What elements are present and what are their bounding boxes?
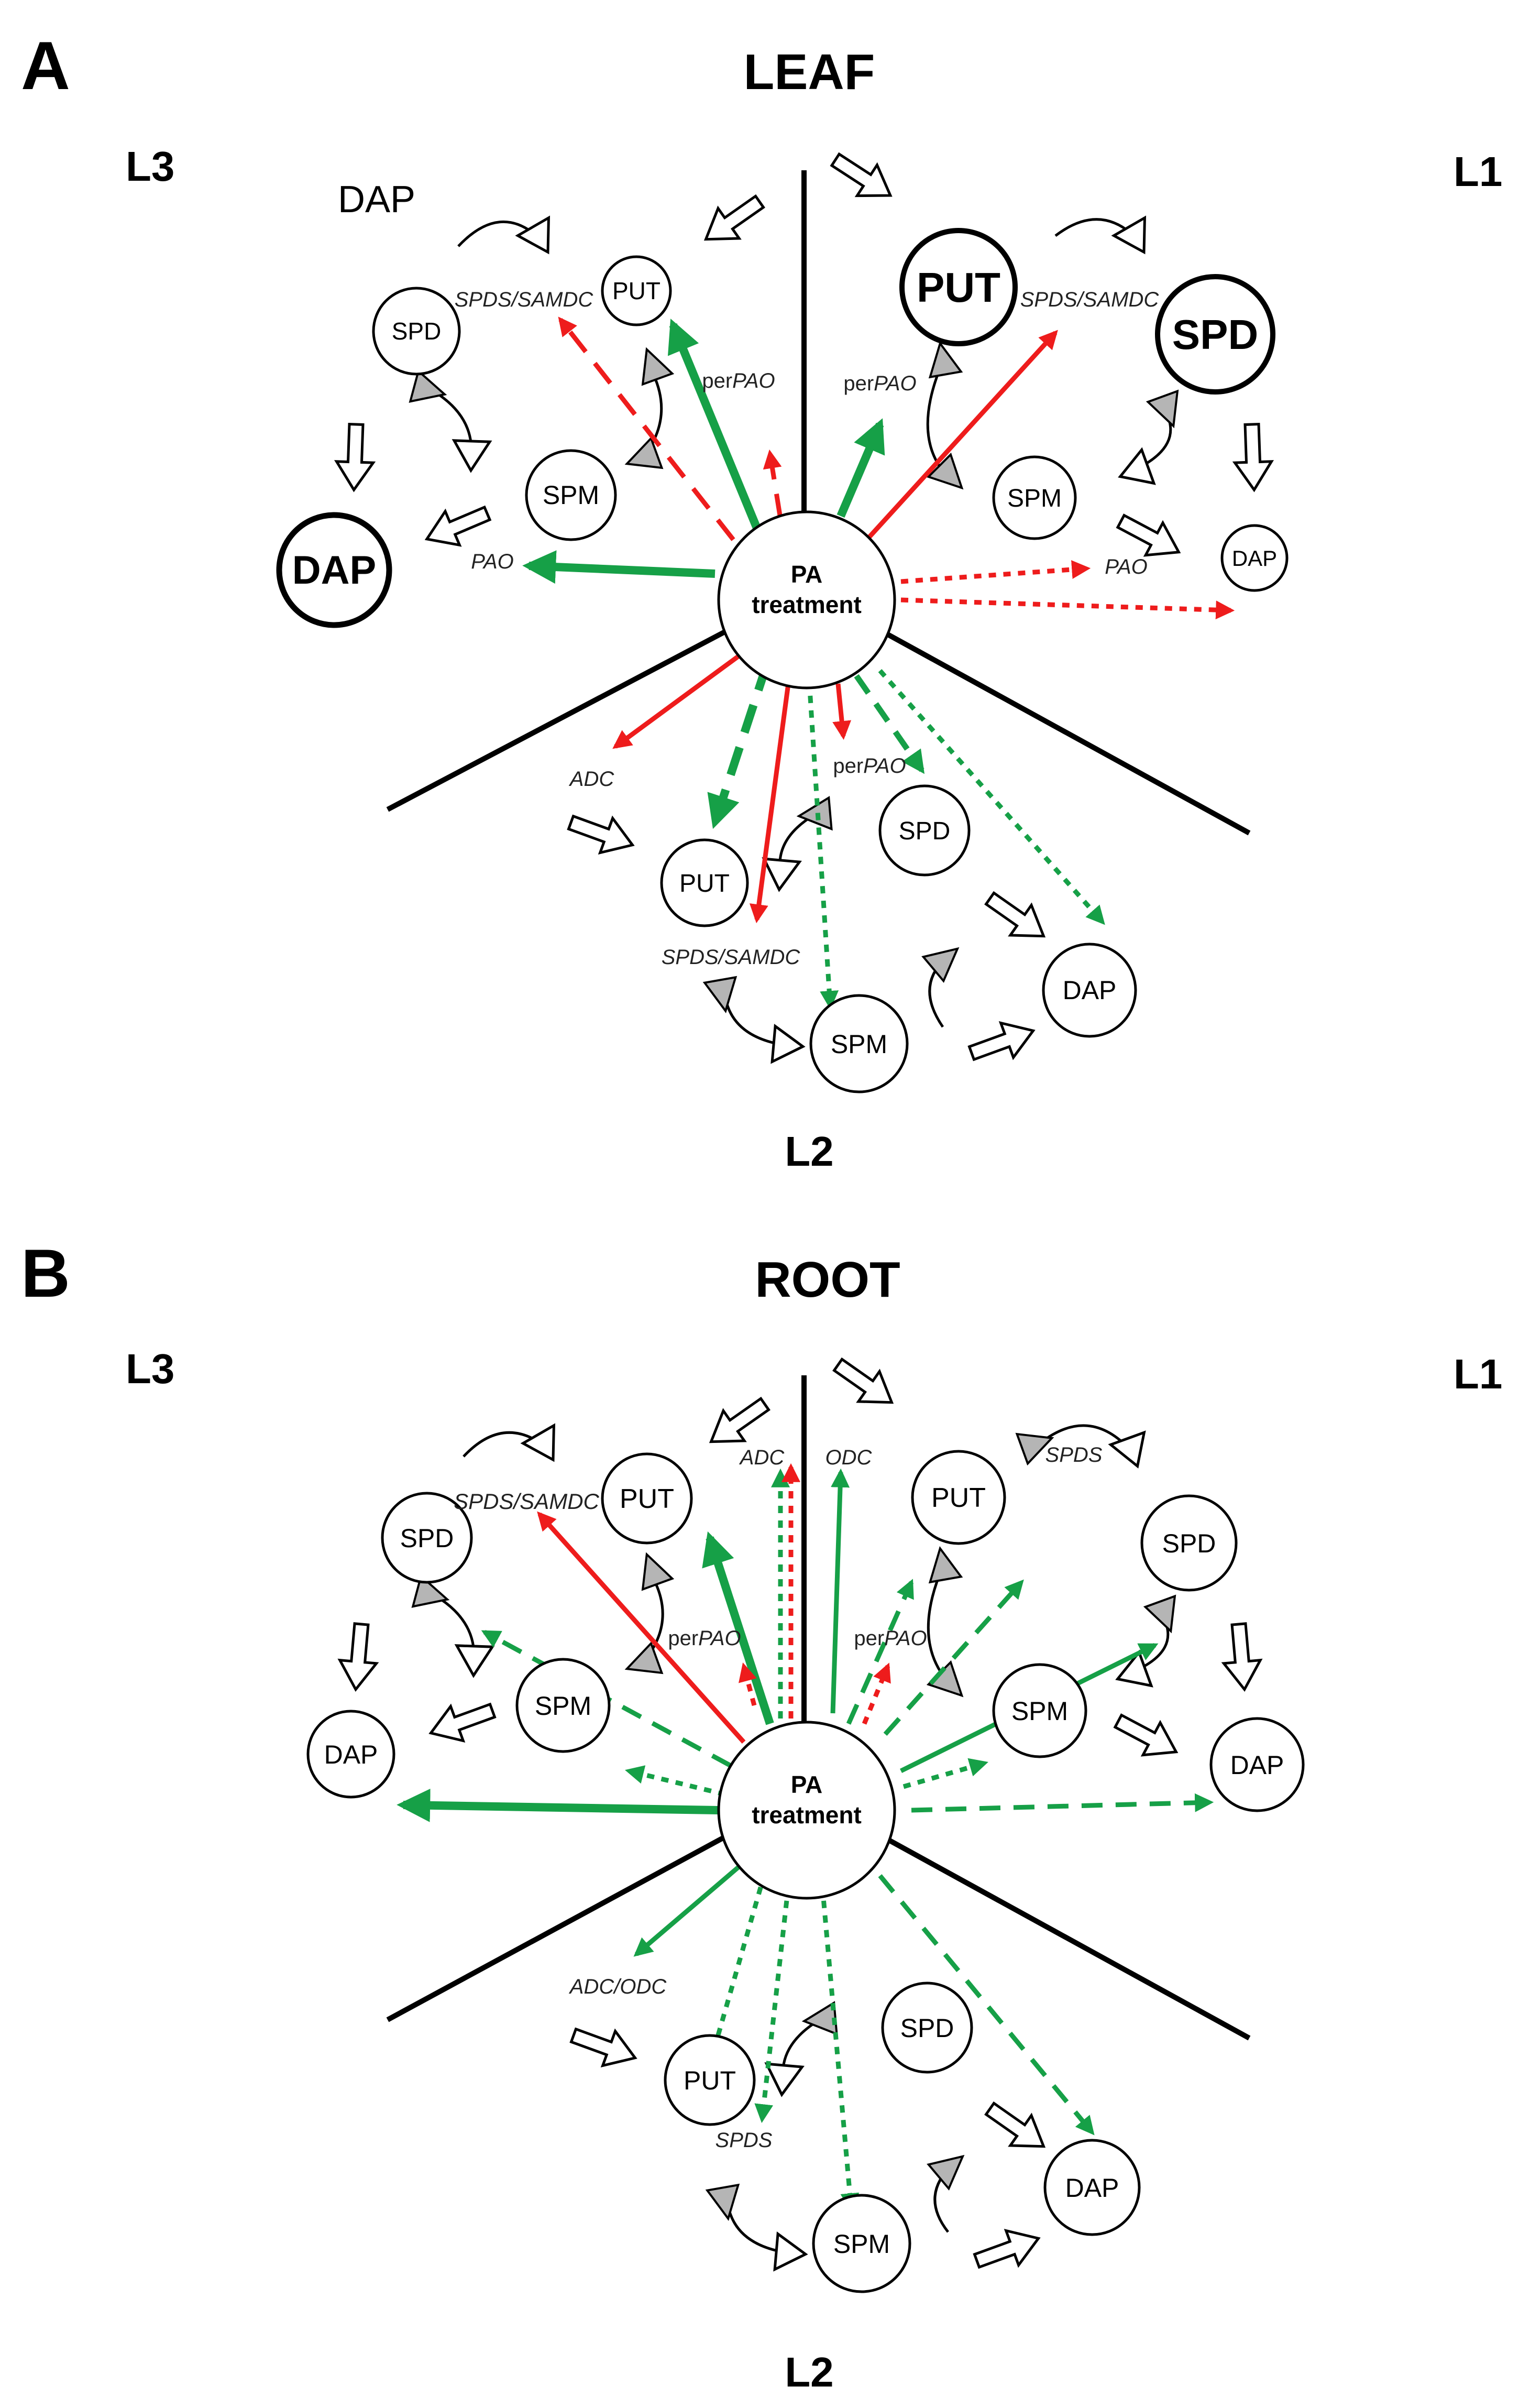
- node-l1-dap: DAP: [1220, 524, 1289, 592]
- line-label-l1: L1: [1454, 1351, 1502, 1397]
- node-l2-spm: SPM: [812, 2194, 911, 2293]
- svg-text:DAP: DAP: [292, 548, 376, 593]
- enzyme-label: perPAO: [854, 1627, 927, 1650]
- svg-text:SPM: SPM: [1007, 485, 1062, 512]
- svg-text:DAP: DAP: [1232, 546, 1277, 571]
- enzyme-label: SPDS/SAMDC: [662, 946, 801, 969]
- node-l1-spm: SPM: [992, 455, 1077, 540]
- node-l3-spd: SPD: [381, 1492, 473, 1584]
- svg-text:PUT: PUT: [620, 1484, 674, 1514]
- center-node: PA treatment: [717, 510, 896, 689]
- enzyme-label: SPDS/SAMDC: [1020, 288, 1160, 311]
- panel-letter: A: [21, 27, 70, 104]
- panel-letter: B: [21, 1235, 70, 1311]
- enzyme-label: perPAO: [702, 369, 775, 392]
- node-l2-dap: DAP: [1042, 943, 1137, 1038]
- line-label-l2: L2: [785, 1128, 833, 1175]
- node-l3-dap: DAP: [276, 512, 392, 628]
- enzyme-label: perPAO: [833, 754, 906, 778]
- svg-text:SPD: SPD: [1172, 311, 1259, 358]
- node-l1-put: PUT: [911, 1450, 1006, 1545]
- svg-text:PUT: PUT: [917, 264, 1000, 311]
- node-l2-spd: SPD: [878, 784, 971, 877]
- panel-b: B ROOT L3 L1 L2: [21, 1235, 1502, 2395]
- enzyme-label: ADC: [569, 768, 615, 791]
- enzyme-label: ODC: [825, 1446, 873, 1469]
- svg-text:SPD: SPD: [400, 1524, 454, 1553]
- sector-dividers: [386, 1375, 1251, 2041]
- line-label-l3: L3: [126, 143, 174, 190]
- svg-text:SPM: SPM: [543, 480, 599, 510]
- effect-arrows: [522, 316, 1235, 1010]
- line-label-l2: L2: [785, 2349, 833, 2395]
- enzyme-label: ADC: [739, 1446, 785, 1469]
- node-l3-spm: SPM: [515, 1658, 611, 1753]
- node-l1-spm: SPM: [992, 1663, 1087, 1758]
- enzyme-label: perPAO: [843, 372, 916, 395]
- svg-text:PUT: PUT: [684, 2066, 736, 2095]
- enzyme-label: SPDS/SAMDC: [455, 288, 594, 311]
- enzyme-label: SPDS: [716, 2129, 773, 2152]
- node-l2-dap: DAP: [1043, 2139, 1141, 2236]
- svg-text:SPD: SPD: [392, 318, 442, 345]
- node-l1-spd: SPD: [1140, 1494, 1238, 1592]
- svg-text:DAP: DAP: [324, 1740, 378, 1769]
- hollow-arrows: [337, 1357, 1263, 2269]
- curved-arrow-heads: [452, 215, 1156, 1064]
- node-l3-spm: SPM: [525, 449, 617, 541]
- line-label-l3: L3: [126, 1345, 174, 1392]
- center-node: PA treatment: [717, 1721, 896, 1900]
- node-l2-spm: SPM: [809, 994, 909, 1093]
- svg-text:SPM: SPM: [833, 2229, 890, 2259]
- svg-text:SPD: SPD: [900, 2013, 954, 2043]
- node-l3-put: PUT: [601, 255, 672, 326]
- floating-dap-label: DAP: [338, 179, 415, 221]
- node-l1-dap: DAP: [1209, 1717, 1305, 1812]
- node-l3-put: PUT: [601, 1452, 693, 1545]
- enzyme-label: ADC/ODC: [569, 1975, 667, 1998]
- gray-curve-arrows: [409, 341, 1179, 1013]
- node-l1-put: PUT: [899, 228, 1018, 346]
- panel-a: A LEAF L3 L1 L2 DAP: [21, 27, 1502, 1175]
- node-l2-put: PUT: [660, 838, 749, 927]
- svg-text:SPM: SPM: [831, 1030, 887, 1059]
- svg-text:PUT: PUT: [679, 870, 730, 897]
- curved-arrow-heads: [454, 1423, 1153, 2272]
- enzyme-label: SPDS/SAMDC: [454, 1489, 599, 1514]
- node-l2-put: PUT: [664, 2034, 756, 2126]
- node-l2-spd: SPD: [881, 1982, 973, 2074]
- enzyme-label: SPDS: [1045, 1443, 1103, 1466]
- center-text-2: treatment: [752, 1801, 862, 1829]
- svg-text:SPM: SPM: [535, 1691, 591, 1721]
- svg-text:DAP: DAP: [1230, 1750, 1284, 1780]
- hollow-arrows: [334, 152, 1274, 1061]
- enzyme-label: PAO: [1105, 555, 1148, 578]
- svg-text:DAP: DAP: [1065, 2173, 1119, 2203]
- enzyme-label: PAO: [471, 550, 514, 573]
- panel-title: ROOT: [755, 1252, 900, 1308]
- node-l1-spd: SPD: [1155, 274, 1275, 395]
- center-text-1: PA: [791, 1771, 823, 1798]
- gray-curve-arrows: [411, 1432, 1176, 2221]
- svg-text:PUT: PUT: [612, 277, 661, 304]
- line-label-l1: L1: [1454, 148, 1502, 195]
- panel-title: LEAF: [744, 44, 875, 100]
- svg-text:SPM: SPM: [1011, 1696, 1068, 1726]
- svg-text:SPD: SPD: [1162, 1529, 1216, 1558]
- node-l3-spd: SPD: [372, 287, 461, 376]
- node-l3-dap: DAP: [306, 1710, 395, 1799]
- center-text-1: PA: [791, 561, 823, 588]
- svg-text:PUT: PUT: [931, 1483, 986, 1513]
- svg-text:DAP: DAP: [1063, 976, 1117, 1005]
- enzyme-label: perPAO: [668, 1627, 741, 1650]
- svg-text:SPD: SPD: [899, 817, 951, 845]
- center-text-2: treatment: [752, 591, 862, 618]
- sector-dividers: [386, 170, 1251, 836]
